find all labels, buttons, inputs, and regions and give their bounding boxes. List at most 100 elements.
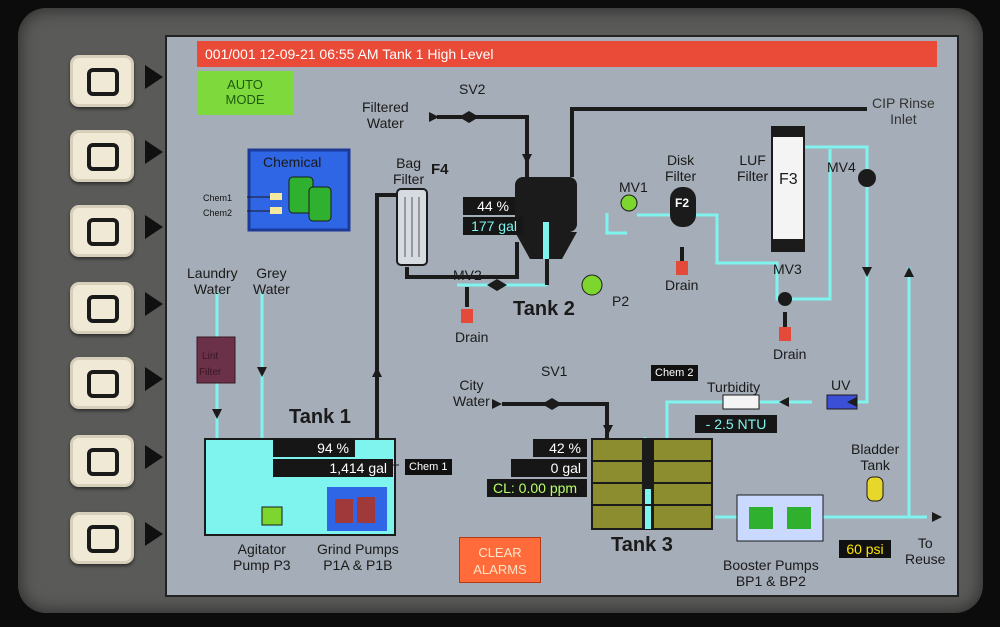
chem-lines — [247, 196, 399, 466]
tank3-chlorine-readout: CL: 0.00 ppm — [487, 479, 587, 497]
softkey-5[interactable] — [70, 357, 134, 409]
lint-filter — [196, 336, 236, 384]
drain-mv2-icon — [461, 309, 473, 323]
hmi-screen: 001/001 12-09-21 06:55 AM Tank 1 High Le… — [165, 35, 959, 597]
softkey-3-icon — [87, 218, 119, 246]
chem2-tag: Chem 2 — [651, 365, 698, 381]
pump-p2-icon — [581, 274, 603, 296]
tank2-vessel — [515, 177, 577, 259]
chem1-label: Chem1 — [203, 193, 233, 203]
softkey-6-arrow-icon — [145, 445, 163, 469]
valve-mv3-icon — [778, 292, 792, 306]
pipe-disk-luf — [637, 149, 832, 301]
process-diagram — [196, 107, 942, 542]
softkey-6[interactable] — [70, 435, 134, 487]
tank1-volume-readout: 1,414 gal — [273, 459, 393, 477]
softkey-1-icon — [87, 68, 119, 96]
softkey-4-arrow-icon — [145, 292, 163, 316]
auto-mode-button[interactable]: AUTO MODE — [197, 71, 293, 115]
mv3-label: MV3 — [773, 261, 802, 277]
bag-filter-f4 — [396, 188, 428, 266]
sv1-label: SV1 — [541, 363, 568, 379]
arrow-right-icon — [429, 112, 439, 122]
softkey-1[interactable] — [70, 55, 134, 107]
softkey-2-arrow-icon — [145, 140, 163, 164]
auto-mode-label-line1: AUTO — [227, 77, 263, 92]
auto-mode-label-line2: MODE — [225, 92, 265, 107]
bladder-tank — [866, 476, 884, 502]
mv4-label: MV4 — [827, 159, 856, 175]
drain-disk-label: Drain — [665, 277, 699, 293]
turbidity-sensor — [722, 394, 760, 410]
chemical-station — [247, 148, 351, 232]
pipe-bagfilter-tank2 — [405, 242, 519, 279]
valve-mv4-icon — [858, 169, 876, 187]
drains — [461, 261, 791, 341]
flow-arrows — [212, 112, 942, 522]
luf-filter-f3 — [771, 126, 805, 252]
uv-label: UV — [831, 377, 851, 393]
mv1-label: MV1 — [619, 179, 648, 195]
tank2-volume-readout: 177 gal — [463, 217, 523, 235]
mv2-label: MV2 — [453, 267, 482, 283]
chemical-title: Chemical — [263, 154, 322, 170]
softkey-4-icon — [87, 295, 119, 323]
f3-label: F3 — [779, 171, 798, 188]
tank1-label: Tank 1 — [289, 406, 351, 428]
softkey-7[interactable] — [70, 512, 134, 564]
arrow-down-icon — [862, 267, 872, 277]
disk-filter-f2 — [670, 187, 696, 227]
softkey-7-icon — [87, 525, 119, 553]
softkey-7-arrow-icon — [145, 522, 163, 546]
tank2-label: Tank 2 — [513, 298, 575, 320]
tank3-vessel — [591, 438, 713, 530]
pipe-mv4-uv — [847, 187, 869, 404]
clear-alarms-label-line2: ALARMS — [473, 562, 527, 577]
pipe-tank2-cip — [570, 107, 867, 177]
pipe-luf-mv4 — [779, 145, 869, 169]
f4-label: F4 — [431, 161, 449, 178]
softkey-2-icon — [87, 143, 119, 171]
tank1-level-readout: 94 % — [273, 439, 355, 457]
arrow-down-icon — [603, 425, 613, 435]
booster-pumps — [736, 494, 824, 542]
f2-label: F2 — [675, 196, 690, 210]
arrow-right-icon — [492, 399, 502, 409]
softkey-4[interactable] — [70, 282, 134, 334]
pipe-uv-tank3 — [665, 400, 812, 439]
tank2-level-readout: 44 % — [463, 197, 515, 215]
softkey-5-arrow-icon — [145, 367, 163, 391]
pipe-city-water — [502, 402, 609, 439]
turbidity-label: Turbidity — [707, 379, 761, 395]
arrow-up-icon — [372, 367, 382, 377]
softkey-1-arrow-icon — [145, 65, 163, 89]
chem2-label: Chem2 — [203, 208, 233, 218]
clear-alarms-label-line1: CLEAR — [478, 545, 522, 560]
valve-mv2-icon — [487, 279, 497, 291]
valves — [459, 111, 876, 410]
arrow-down-icon — [257, 367, 267, 377]
arrow-down-icon — [522, 154, 532, 164]
drain-disk-icon — [676, 261, 688, 275]
alarm-title-bar: 001/001 12-09-21 06:55 AM Tank 1 High Le… — [197, 41, 937, 67]
pressure-readout: 60 psi — [839, 540, 891, 558]
clear-alarms-button[interactable]: CLEAR ALARMS — [459, 537, 541, 583]
tank3-label: Tank 3 — [611, 534, 673, 556]
drain-mv2-label: Drain — [455, 329, 489, 345]
softkey-2[interactable] — [70, 130, 134, 182]
valve-sv2-icon — [459, 111, 469, 123]
drain-mv3-icon — [779, 327, 791, 341]
softkey-3[interactable] — [70, 205, 134, 257]
softkey-3-arrow-icon — [145, 215, 163, 239]
p2-label: P2 — [612, 293, 630, 309]
pipe-filtered-water — [437, 115, 529, 177]
